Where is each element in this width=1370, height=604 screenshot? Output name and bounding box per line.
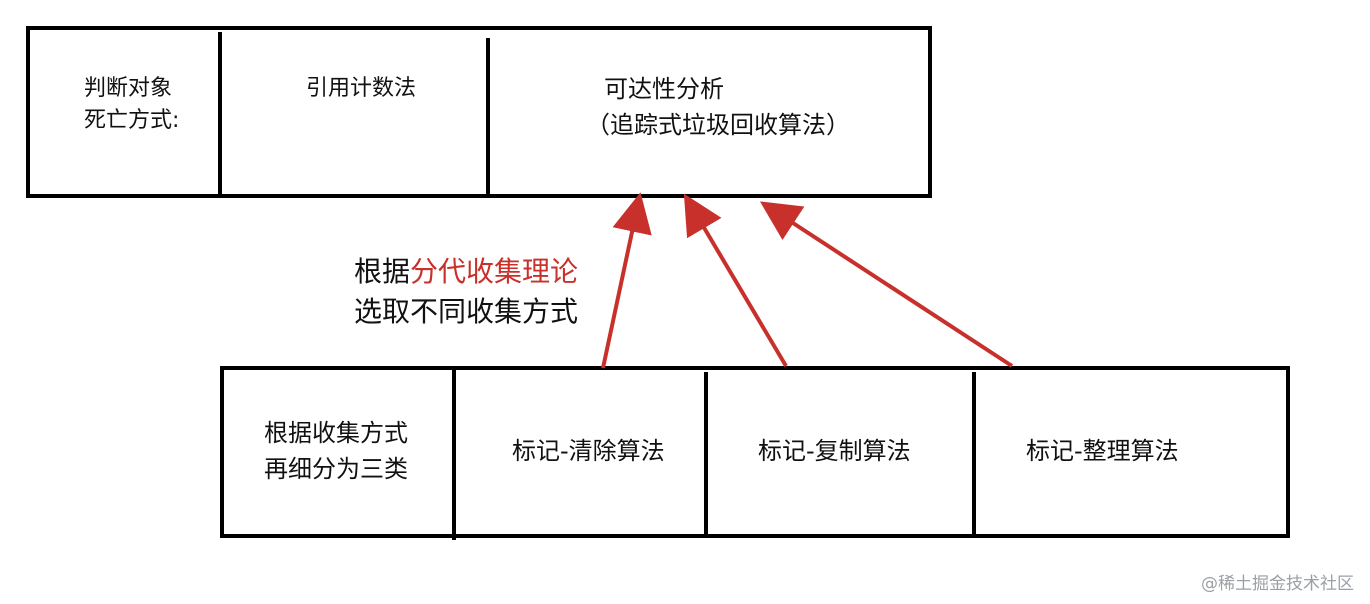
top-header-line-2: 死亡方式: [84,108,180,133]
annotation-prefix: 根据 [354,255,411,288]
bottom-header-line-2: 再细分为三类 [264,455,408,483]
top-table-border [26,26,932,198]
cell-reference-counting: 引用计数法 [306,76,417,101]
arrow-mark-sweep [601,192,652,369]
cell-reachability-title: 可达性分析 [604,75,724,103]
cell-mark-copy: 标记-复制算法 [758,437,911,465]
cell-mark-compact: 标记-整理算法 [1026,437,1179,465]
top-header-line-1: 判断对象 [84,76,173,101]
annotation-line-2: 选取不同收集方式 [354,295,579,328]
arrow-mark-compact [759,201,1014,368]
watermark: @稀土掘金技术社区 [1201,574,1354,594]
annotation-highlight: 分代收集理论 [410,255,579,288]
annotation-line-1: 根据分代收集理论 [354,252,578,292]
cell-reachability-subtitle: （追踪式垃圾回收算法） [586,111,850,139]
cell-mark-sweep: 标记-清除算法 [512,437,665,465]
bottom-table-border [220,366,1290,538]
bottom-header-line-1: 根据收集方式 [264,419,408,447]
generational-annotation: 根据分代收集理论 选取不同收集方式 [354,252,578,332]
arrow-mark-copy [683,193,788,368]
